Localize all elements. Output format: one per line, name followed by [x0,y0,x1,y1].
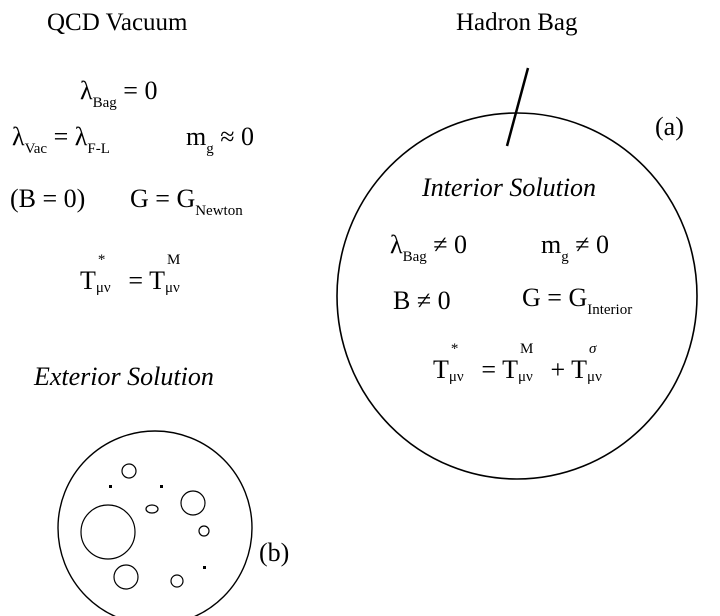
subscript: μν [95,280,111,296]
hadron-bag-circle [336,112,698,480]
index-stack: * μν [96,253,122,296]
vacuum-domain-circle [57,430,253,616]
equation-rest: = 0 [116,76,158,105]
superscript: M [166,252,181,268]
bubble-center [145,504,159,514]
equation-mid: = T [121,266,165,295]
subscript: Vac [24,141,48,157]
bubble-small-right [198,525,210,537]
equation-mid: = T [474,355,518,384]
subscript: μν [164,280,180,296]
equation-rest: ≠ 0 [426,230,468,259]
symbol: T [80,266,96,295]
equation-plus: + T [543,355,588,384]
equation-mid: = λ [47,122,88,151]
left-eq-b: (B = 0) [10,184,86,213]
equation-rest: ≠ 0 [568,230,610,259]
interior-solution-label: Interior Solution [422,173,597,202]
equation-rest: ≈ 0 [213,122,255,151]
left-eq-mg: mg ≈ 0 [186,122,255,157]
subscript: g [206,141,214,157]
dot-3 [203,566,206,569]
left-eq-lambda-vac: λVac = λF-L [12,122,110,157]
symbol: λ [390,230,403,259]
superscript: * [97,252,106,268]
subscript: Bag [92,95,117,111]
superscript: M [519,341,534,357]
bubble-large [80,504,136,560]
superscript: σ [589,341,597,357]
index-stack: * μν [449,342,475,385]
dot-1 [109,485,112,488]
bubble-top [121,463,137,479]
right-eq-lambda-bag: λBag ≠ 0 [390,230,468,265]
symbol: λ [80,76,93,105]
right-eq-b: B ≠ 0 [393,286,451,315]
hadron-bag-heading: Hadron Bag [456,9,578,36]
bubble-bottom-left [113,564,139,590]
index-stack: σ μν [587,342,613,385]
symbol: T [433,355,449,384]
subscript: μν [587,369,602,385]
symbol: m [186,122,207,151]
equation-lhs: G = G [130,184,196,213]
left-eq-lambda-bag: λBag = 0 [80,76,158,111]
subscript: μν [517,369,533,385]
right-eq-mg: mg ≠ 0 [541,230,610,265]
subscript: Newton [195,203,243,219]
bubble-right [180,490,206,516]
exterior-solution-label: Exterior Solution [34,362,214,391]
qcd-vacuum-heading: QCD Vacuum [47,9,188,36]
label-a: (a) [655,112,684,141]
subscript: g [561,249,569,265]
symbol: λ [12,122,25,151]
label-b: (b) [259,538,290,567]
dot-2 [160,485,163,488]
bag-pointer-line [505,67,530,147]
superscript: * [450,341,459,357]
right-eq-g: G = GInterior [522,283,632,318]
left-eq-g: G = GNewton [130,184,243,219]
subscript: μν [448,369,464,385]
subscript: Bag [402,249,427,265]
equation-lhs: G = G [522,283,588,312]
bubble-bottom [170,574,184,588]
symbol: m [541,230,562,259]
subscript: Interior [587,302,633,318]
subscript: F-L [87,141,110,157]
